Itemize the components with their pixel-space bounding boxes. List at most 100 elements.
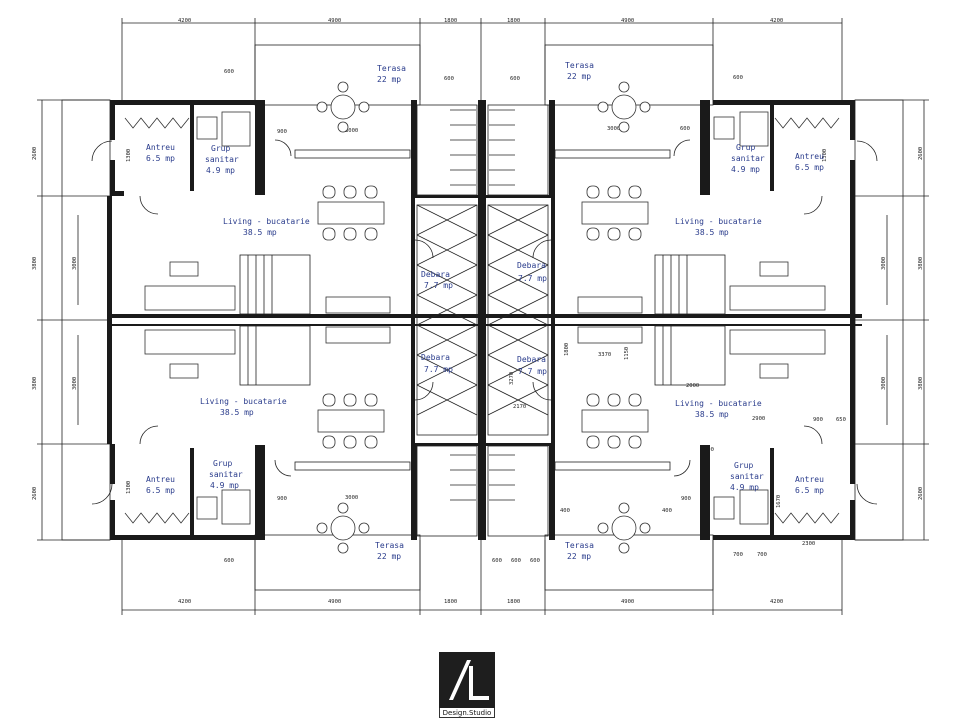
room-grup-area: 4.9 mp bbox=[730, 483, 759, 492]
dim-small: 1300 bbox=[822, 149, 828, 162]
dim-right-inner-1: 3000 bbox=[881, 257, 887, 270]
dim-top-1: 4200 bbox=[178, 18, 191, 24]
dim-left-4: 2600 bbox=[32, 487, 38, 500]
room-antreu-area: 6.5 mp bbox=[146, 486, 175, 495]
floor-plan: 4200 4900 1800 1800 4900 4200 4200 4900 … bbox=[32, 18, 929, 615]
dim-right-2: 3800 bbox=[918, 257, 924, 270]
room-grup-name: Grup bbox=[736, 143, 755, 152]
dim-left-1: 2600 bbox=[32, 147, 38, 160]
room-antreu-name: Antreu bbox=[146, 143, 175, 152]
room-labels: Terasa 22 mp Terasa 22 mp Terasa 22 mp T… bbox=[146, 61, 824, 561]
room-antreu-area: 6.5 mp bbox=[795, 486, 824, 495]
dim-right-3: 3800 bbox=[918, 377, 924, 390]
room-terasa-area: 22 mp bbox=[567, 552, 591, 561]
dim-small: 900 bbox=[277, 129, 287, 135]
room-living-name: Living - bucatarie bbox=[200, 397, 287, 406]
dim-small: 700 bbox=[733, 552, 743, 558]
dim-bottom-2: 4900 bbox=[328, 599, 341, 605]
room-grup-area: 4.9 mp bbox=[210, 481, 239, 490]
dim-small: 700 bbox=[757, 552, 767, 558]
dim-right-4: 2600 bbox=[918, 487, 924, 500]
dim-bottom-6: 4200 bbox=[770, 599, 783, 605]
room-debara-name: Debara bbox=[421, 353, 450, 362]
room-living-area: 38.5 mp bbox=[695, 410, 729, 419]
logo-label: Design.Studio bbox=[439, 708, 495, 718]
room-debara-name: Debara bbox=[517, 261, 546, 270]
logo-mark: AL bbox=[439, 650, 495, 708]
dim-small: 1800 bbox=[564, 343, 570, 356]
room-grup-area: 4.9 mp bbox=[731, 165, 760, 174]
room-grup-name: Grup bbox=[211, 144, 230, 153]
dim-left-2: 3800 bbox=[32, 257, 38, 270]
dim-small: 900 bbox=[681, 496, 691, 502]
dim-right-1: 2600 bbox=[918, 147, 924, 160]
logo-letters: AL bbox=[439, 652, 441, 653]
room-living-area: 38.5 mp bbox=[220, 408, 254, 417]
furniture bbox=[91, 81, 878, 554]
room-living-area: 38.5 mp bbox=[243, 228, 277, 237]
dim-small: 600 bbox=[733, 75, 743, 81]
dim-small: 3270 bbox=[509, 372, 515, 385]
room-grup-name2: sanitar bbox=[730, 472, 764, 481]
dim-small: 1300 bbox=[126, 481, 132, 494]
room-terasa-name: Terasa bbox=[375, 541, 404, 550]
room-antreu-name: Antreu bbox=[795, 152, 824, 161]
room-living-name: Living - bucatarie bbox=[223, 217, 310, 226]
room-living-area: 38.5 mp bbox=[695, 228, 729, 237]
dim-small: 3000 bbox=[345, 128, 358, 134]
room-living-name: Living - bucatarie bbox=[675, 399, 762, 408]
dim-top-5: 4900 bbox=[621, 18, 634, 24]
room-grup-name2: sanitar bbox=[205, 155, 239, 164]
dim-small: 1670 bbox=[776, 495, 782, 508]
dim-left-inner-1: 3000 bbox=[72, 257, 78, 270]
room-terasa-name: Terasa bbox=[565, 61, 594, 70]
room-debara-name: Debara bbox=[517, 355, 546, 364]
room-debara-area: 7.7 mp bbox=[424, 365, 453, 374]
room-grup-area: 4.9 mp bbox=[206, 166, 235, 175]
dim-small: 600 bbox=[680, 126, 690, 132]
room-terasa-area: 22 mp bbox=[377, 552, 401, 561]
walls bbox=[107, 100, 862, 540]
dim-small: 3000 bbox=[607, 126, 620, 132]
room-terasa-area: 22 mp bbox=[567, 72, 591, 81]
room-grup-name: Grup bbox=[213, 459, 232, 468]
dim-small: 650 bbox=[836, 417, 846, 423]
room-antreu-name: Antreu bbox=[146, 475, 175, 484]
dim-small: 2000 bbox=[686, 383, 699, 389]
room-antreu-name: Antreu bbox=[795, 475, 824, 484]
dim-top-4: 1800 bbox=[507, 18, 520, 24]
logo-al-glyph: AL bbox=[439, 650, 489, 700]
dim-small: 600 bbox=[492, 558, 502, 564]
dim-small: 600 bbox=[224, 69, 234, 75]
dim-right-inner-2: 3000 bbox=[881, 377, 887, 390]
room-debara-area: 7.7 mp bbox=[424, 281, 453, 290]
dim-small: 900 bbox=[813, 417, 823, 423]
dim-bottom-3: 1800 bbox=[444, 599, 457, 605]
dim-small: 2300 bbox=[802, 541, 815, 547]
design-studio-logo: AL Design.Studio bbox=[439, 650, 495, 718]
dim-small: 900 bbox=[277, 496, 287, 502]
dim-small: 400 bbox=[662, 508, 672, 514]
room-grup-name2: sanitar bbox=[209, 470, 243, 479]
dim-small: 600 bbox=[224, 558, 234, 564]
dim-small: 400 bbox=[560, 508, 570, 514]
dim-small: 600 bbox=[511, 558, 521, 564]
dim-top-6: 4200 bbox=[770, 18, 783, 24]
dim-small: 600 bbox=[444, 76, 454, 82]
dim-small: 1150 bbox=[624, 347, 630, 360]
room-terasa-name: Terasa bbox=[377, 64, 406, 73]
dim-small: 3370 bbox=[598, 352, 611, 358]
dim-bottom-5: 4900 bbox=[621, 599, 634, 605]
dim-left-inner-2: 3000 bbox=[72, 377, 78, 390]
dim-bottom-4: 1800 bbox=[507, 599, 520, 605]
dimension-labels: 4200 4900 1800 1800 4900 4200 4200 4900 … bbox=[32, 18, 924, 605]
room-debara-area: 7.7 mp bbox=[518, 367, 547, 376]
room-grup-name2: sanitar bbox=[731, 154, 765, 163]
stairs bbox=[239, 104, 726, 537]
room-grup-name: Grup bbox=[734, 461, 753, 470]
dim-small: 1300 bbox=[126, 149, 132, 162]
dim-small: 2170 bbox=[513, 404, 526, 410]
dim-left-3: 3800 bbox=[32, 377, 38, 390]
room-debara-name: Debara bbox=[421, 270, 450, 279]
room-debara-area: 7.7 mp bbox=[518, 274, 547, 283]
